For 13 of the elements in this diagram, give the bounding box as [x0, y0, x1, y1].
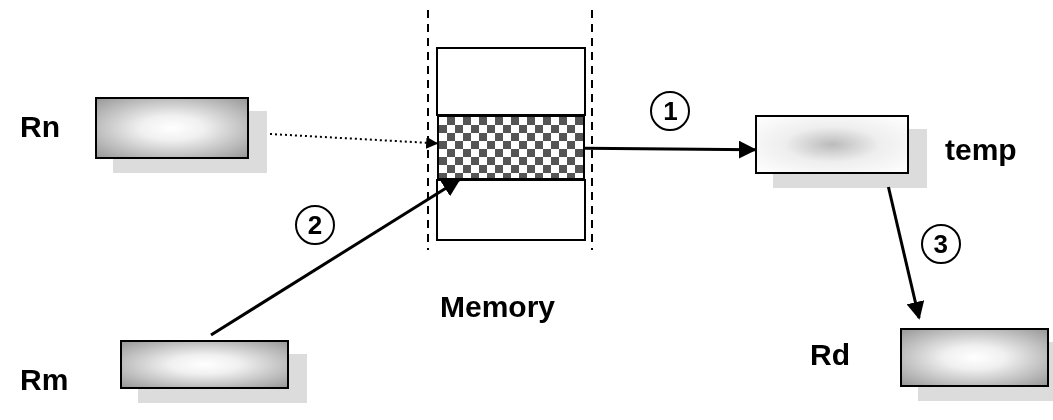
register-label: Rn — [20, 110, 60, 144]
memory-label: Memory — [440, 290, 556, 324]
arrow — [269, 133, 439, 149]
memory-cell — [437, 115, 585, 180]
register-label: Rm — [20, 363, 69, 397]
arrow — [585, 140, 757, 159]
edge-label: 2 — [294, 205, 335, 246]
arrow — [886, 186, 925, 320]
register-label: Rd — [810, 338, 850, 372]
edge-label: 3 — [920, 223, 961, 264]
arrow — [210, 178, 461, 337]
register-label: temp — [945, 133, 1017, 167]
edge-label: 1 — [650, 91, 691, 131]
